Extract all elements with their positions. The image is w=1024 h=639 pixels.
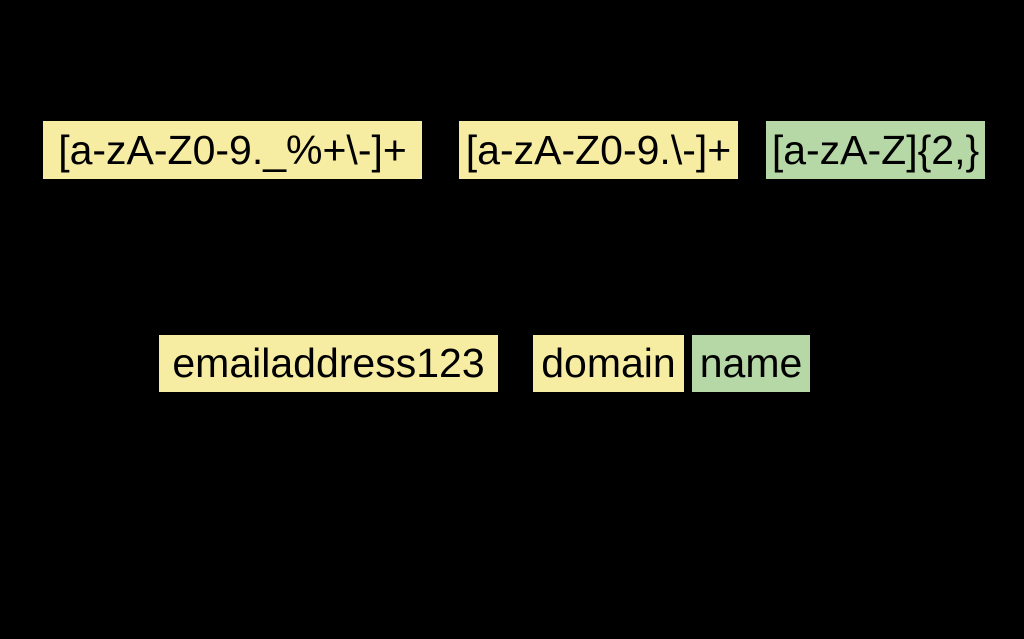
example-tld-segment: name bbox=[692, 335, 810, 392]
regex-local-part-segment: [a-zA-Z0-9._%+\-]+ bbox=[43, 121, 422, 179]
regex-tld-part-segment: [a-zA-Z]{2,} bbox=[766, 121, 985, 179]
example-local-part-segment: emailaddress123 bbox=[159, 335, 498, 392]
regex-domain-part-segment: [a-zA-Z0-9.\-]+ bbox=[459, 121, 738, 179]
example-domain-segment: domain bbox=[533, 335, 684, 392]
